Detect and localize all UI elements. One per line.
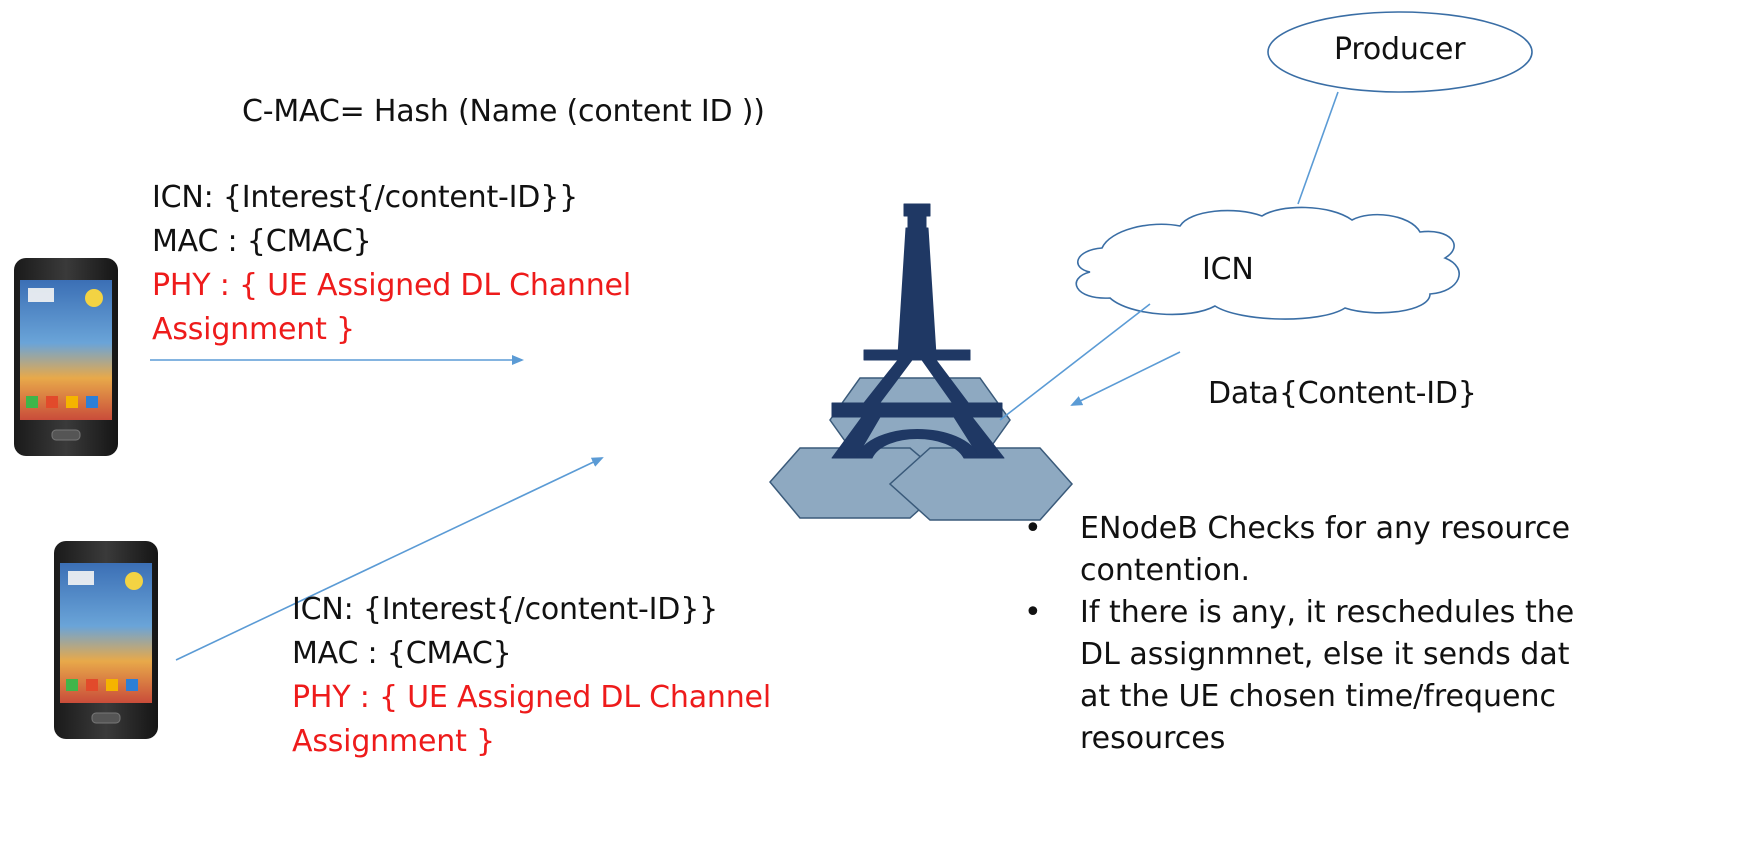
ue1-mac: MAC : {CMAC}: [152, 224, 372, 259]
icn-to-enodeb-link: [999, 303, 1151, 421]
smartphone-icon: [54, 541, 158, 739]
cell-hexagons: [769, 377, 1074, 521]
hexagon-cell-icon: [888, 447, 1074, 521]
bullet-1-line1: ENodeB Checks for any resource: [1080, 511, 1571, 546]
bullet-1-line2: contention.: [1080, 553, 1251, 588]
bullet-2-line2: DL assignmnet, else it sends dat: [1080, 637, 1570, 672]
producer-node: [1267, 11, 1533, 93]
ue1-interest: ICN: {Interest{/content-ID}}: [152, 180, 578, 215]
ue2-message: ICN: {Interest{/content-ID}} MAC : {CMAC…: [292, 588, 771, 764]
producer-link: [1297, 91, 1339, 205]
hexagon-cell-icon: [769, 447, 952, 519]
ue2-interest: ICN: {Interest{/content-ID}}: [292, 592, 718, 627]
ue2-phy-line2: Assignment }: [292, 724, 495, 759]
eiffel-tower-icon: [831, 203, 1005, 459]
smartphone-icon: [14, 258, 118, 456]
bullet-icon: •: [1024, 511, 1042, 546]
ue1-phy-line2: Assignment }: [152, 312, 355, 347]
icn-cloud-label: ICN: [1202, 252, 1254, 287]
icn-cloud-icon: [1075, 206, 1460, 320]
ue2-phy-line1: PHY : { UE Assigned DL Channel: [292, 680, 771, 715]
enodeb-notes: • ENodeB Checks for any resource content…: [1018, 508, 1750, 760]
ue2-mac: MAC : {CMAC}: [292, 636, 512, 671]
bullet-2-line4: resources: [1080, 721, 1226, 756]
ue1-phy-line1: PHY : { UE Assigned DL Channel: [152, 268, 631, 303]
ue1-message: ICN: {Interest{/content-ID}} MAC : {CMAC…: [152, 176, 631, 352]
cmac-formula: C-MAC= Hash (Name (content ID )): [242, 94, 765, 129]
bullet-icon: •: [1024, 595, 1042, 630]
bullet-item: • If there is any, it reschedules the DL…: [1018, 592, 1750, 760]
bullet-2-line1: If there is any, it reschedules the: [1080, 595, 1575, 630]
data-content-label: Data{Content-ID}: [1208, 376, 1477, 411]
producer-label: Producer: [1334, 32, 1466, 67]
ue2-interest-arrow: [175, 457, 604, 661]
bullet-2-line3: at the UE chosen time/frequenc: [1080, 679, 1557, 714]
data-arrow: [1070, 351, 1181, 406]
bullet-item: • ENodeB Checks for any resource content…: [1018, 508, 1750, 592]
